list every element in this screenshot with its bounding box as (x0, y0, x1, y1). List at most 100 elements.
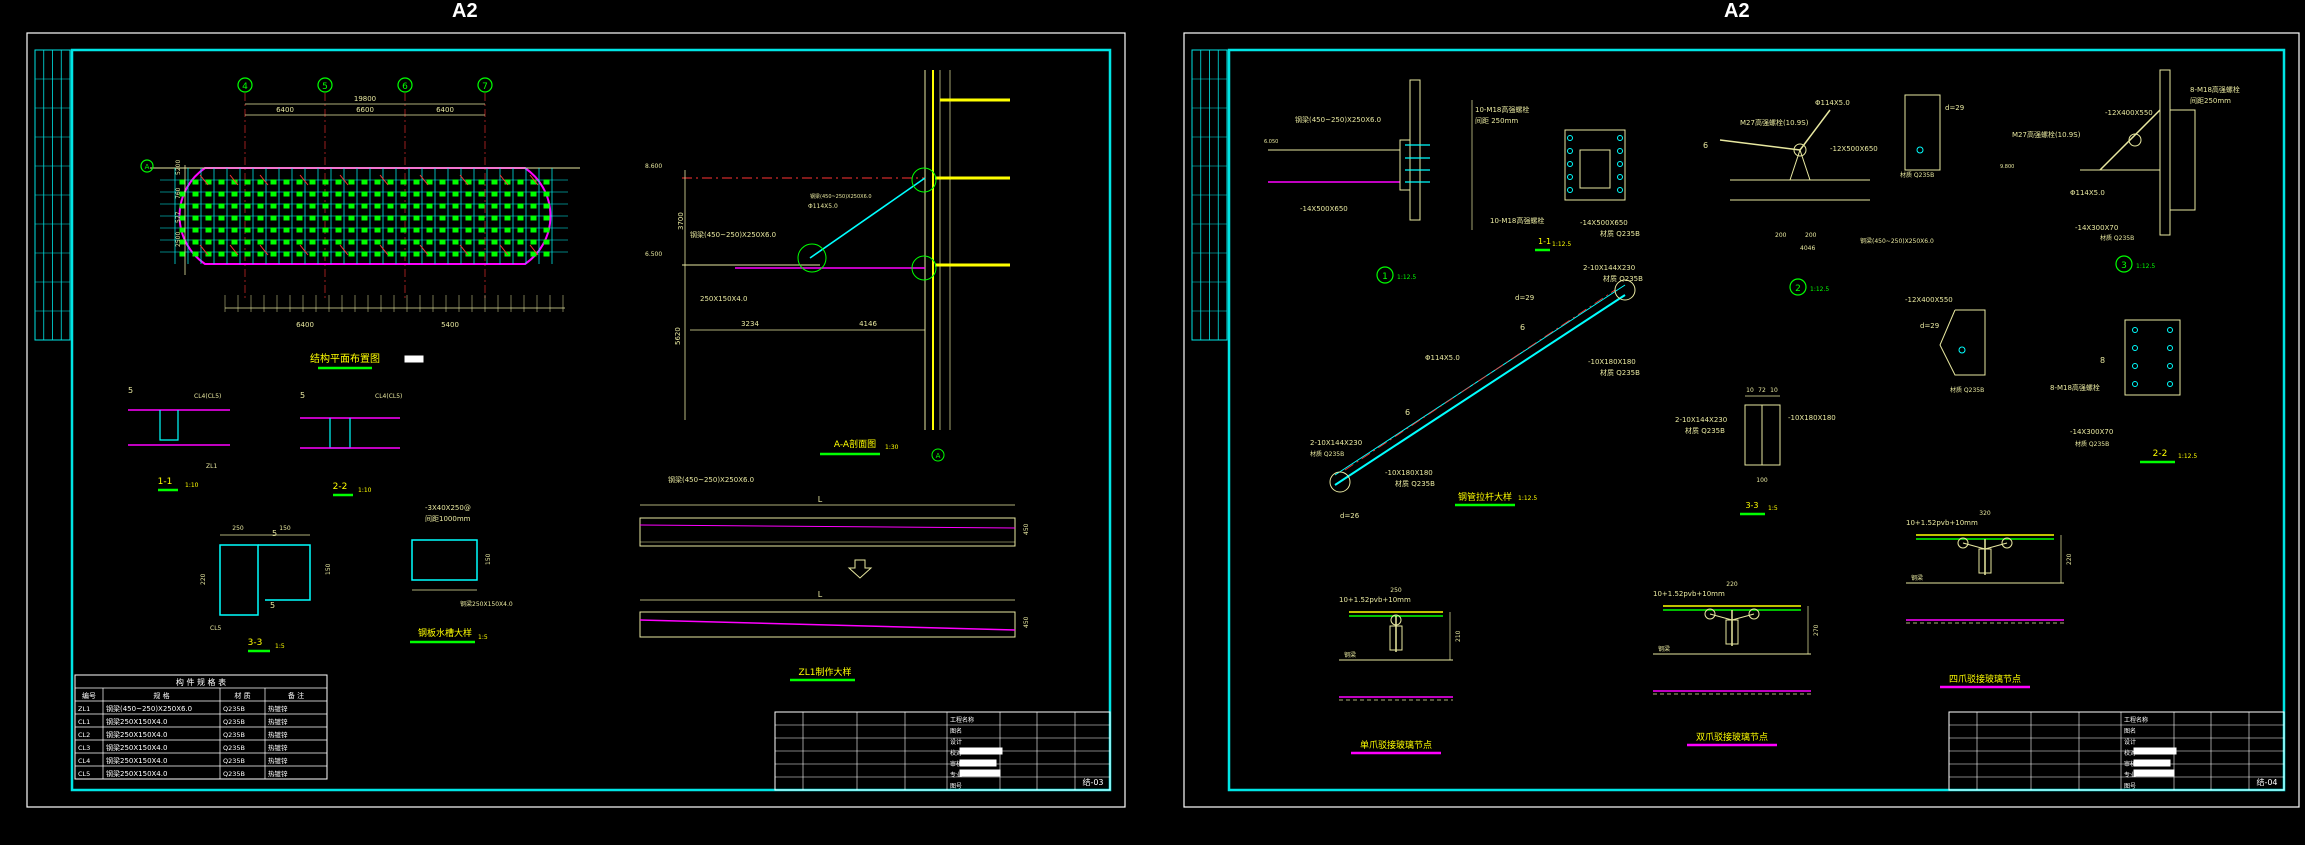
bolt-hole (2167, 327, 2173, 333)
elevation-mark: 6.050 (1264, 139, 1278, 145)
table-header: 规 格 (153, 691, 169, 700)
node-plate (296, 203, 303, 209)
line-segment (639, 619, 1016, 631)
dimension-text: 150 (325, 563, 332, 575)
node-plate (413, 215, 420, 221)
node-plate (374, 203, 381, 209)
node-plate (257, 215, 264, 221)
sheet-outer-frame (26, 32, 1126, 808)
node-plate (374, 191, 381, 197)
node-plate (530, 239, 537, 245)
line-segment (419, 174, 429, 186)
member-label: 8-M18高强螺栓 (2050, 383, 2100, 392)
dimension-text: 2500 (175, 232, 182, 247)
table-cell: 热镀锌 (268, 717, 288, 726)
table-cell: ZL1 (78, 705, 90, 713)
member-label: 材质 Q235B (2075, 440, 2109, 448)
node-plate (452, 251, 459, 257)
scale-text: 1:12.5 (1397, 274, 1416, 281)
node-plate (491, 203, 498, 209)
node-plate (465, 239, 472, 245)
member-label: 2-10X144X230 (1310, 439, 1362, 447)
detail-2: Φ114X5.0M27高强螺栓(10.9S)6-12X500X650钢梁(450… (1703, 94, 1964, 296)
node-plate (192, 239, 199, 245)
bolt-hole (1567, 174, 1573, 180)
node-plate (452, 227, 459, 233)
node-plate (439, 251, 446, 257)
line-segment (499, 244, 509, 256)
bolt-hole (1958, 346, 1966, 354)
member-label: d=26 (1340, 512, 1360, 520)
node-plate (387, 251, 394, 257)
line-segment (259, 244, 269, 256)
section-title: 2-2 (333, 482, 348, 492)
detail-callout (797, 243, 827, 273)
node-plate (283, 239, 290, 245)
node-plate (400, 215, 407, 221)
node-plate (361, 239, 368, 245)
node-plate (296, 227, 303, 233)
node-plate (348, 251, 355, 257)
gutter-detail: -3X40X250@间距1000mm150钢梁250X150X4.0钢板水槽大样… (410, 504, 513, 644)
line-segment (199, 244, 209, 256)
member-label: -12X500X650 (1830, 145, 1878, 153)
gusset (1789, 148, 1811, 181)
line-segment (199, 174, 209, 186)
node-plate (322, 179, 329, 185)
scale-text: 1:12.5 (1552, 241, 1571, 248)
node-plate (309, 191, 316, 197)
node-plate (387, 239, 394, 245)
member-label: 钢梁 (1911, 574, 1923, 582)
member-label: 材质 Q235B (1395, 479, 1435, 488)
dimension-text: 10 (1746, 387, 1754, 394)
node-plate (283, 179, 290, 185)
dimension-text: 5400 (441, 321, 459, 329)
sheet-inner-border (1227, 48, 2286, 792)
node-plate (231, 203, 238, 209)
line-segment (379, 244, 389, 256)
node-plate (205, 239, 212, 245)
dimension-text: 200 (1775, 232, 1787, 239)
dimension-text: 6400 (276, 106, 294, 114)
node-plate (348, 179, 355, 185)
axis-bubble (397, 77, 413, 93)
node-plate (257, 203, 264, 209)
node-plate (296, 251, 303, 257)
scale-text: 1:12.5 (2178, 453, 2197, 460)
dimension-text: 100 (1756, 477, 1768, 484)
gutter-profile (258, 544, 311, 601)
node-plate (192, 251, 199, 257)
drawing-number: 结-03 (1082, 777, 1103, 787)
node-plate (309, 251, 316, 257)
node-plate (543, 215, 550, 221)
dimension-text: 760 (175, 187, 182, 199)
node-plate (465, 191, 472, 197)
bolt-hole (1567, 135, 1573, 141)
node-plate (192, 227, 199, 233)
node-plate (517, 215, 524, 221)
line-segment (1984, 542, 2008, 550)
node-plate (491, 227, 498, 233)
scale-bar (404, 355, 424, 363)
node-plate (361, 191, 368, 197)
drawing-number: 结-04 (2256, 777, 2277, 787)
title-block-bar (2133, 769, 2175, 777)
node-plate (387, 227, 394, 233)
dimension-text: 577 (175, 211, 182, 223)
node-plate (400, 227, 407, 233)
member-label: 10-M18高强螺栓 (1475, 105, 1529, 114)
node-plate (400, 203, 407, 209)
node-plate (296, 215, 303, 221)
node-plate (296, 191, 303, 197)
node-plate (478, 215, 485, 221)
node-plate (244, 191, 251, 197)
column-flange (2159, 69, 2171, 236)
glass-spec: 10+1.52pvb+10mm (1339, 596, 1411, 604)
member-label: 10-M18高强螺栓 (1490, 216, 1544, 225)
node-plate (374, 251, 381, 257)
member-label: 钢梁(450~250)X250X6.0 (1295, 115, 1381, 124)
table-cell: 钢梁250X150X4.0 (106, 717, 167, 726)
callout-number: 2 (1795, 284, 1801, 294)
node-plate (387, 215, 394, 221)
